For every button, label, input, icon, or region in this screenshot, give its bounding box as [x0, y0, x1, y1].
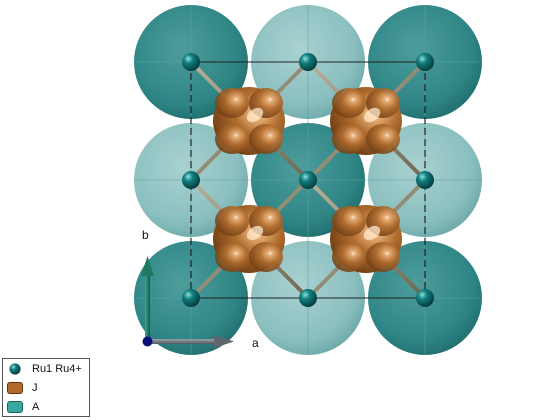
ru-atom — [299, 171, 317, 189]
j-polyhedron — [213, 205, 285, 273]
legend-label: A — [32, 401, 40, 413]
b-axis-arrowhead — [141, 256, 154, 276]
j-polyhedron — [213, 87, 285, 155]
atom-sphere-icon — [9, 363, 21, 375]
legend-label: J — [32, 382, 38, 394]
legend-item-ru: Ru1 Ru4+ — [7, 360, 82, 378]
j-polyhedra-layer — [213, 87, 402, 273]
axis-origin-dot — [142, 336, 153, 347]
ru-atom — [299, 53, 317, 71]
ru-atom — [299, 289, 317, 307]
ru-atom — [182, 289, 200, 307]
a-axis-label: a — [252, 336, 259, 350]
legend: Ru1 Ru4+ J A — [2, 358, 90, 417]
ru-atom — [416, 171, 434, 189]
j-polyhedron-swatch — [7, 382, 23, 394]
axis-indicator — [141, 256, 234, 348]
legend-item-j: J — [7, 379, 38, 397]
j-polyhedron — [330, 87, 402, 155]
legend-label: Ru1 Ru4+ — [32, 363, 82, 375]
ru-atom — [416, 289, 434, 307]
a-axis-arrow — [148, 339, 218, 344]
j-polyhedron — [330, 205, 402, 273]
a-axis-arrowhead — [214, 335, 234, 348]
a-polyhedron-swatch — [7, 401, 23, 413]
b-axis-label: b — [142, 228, 149, 242]
ru-atom — [182, 171, 200, 189]
ru-atom — [182, 53, 200, 71]
legend-item-a: A — [7, 398, 39, 416]
ru-atom-layer — [182, 53, 434, 307]
b-axis-arrow — [145, 272, 150, 342]
ru-atom — [416, 53, 434, 71]
